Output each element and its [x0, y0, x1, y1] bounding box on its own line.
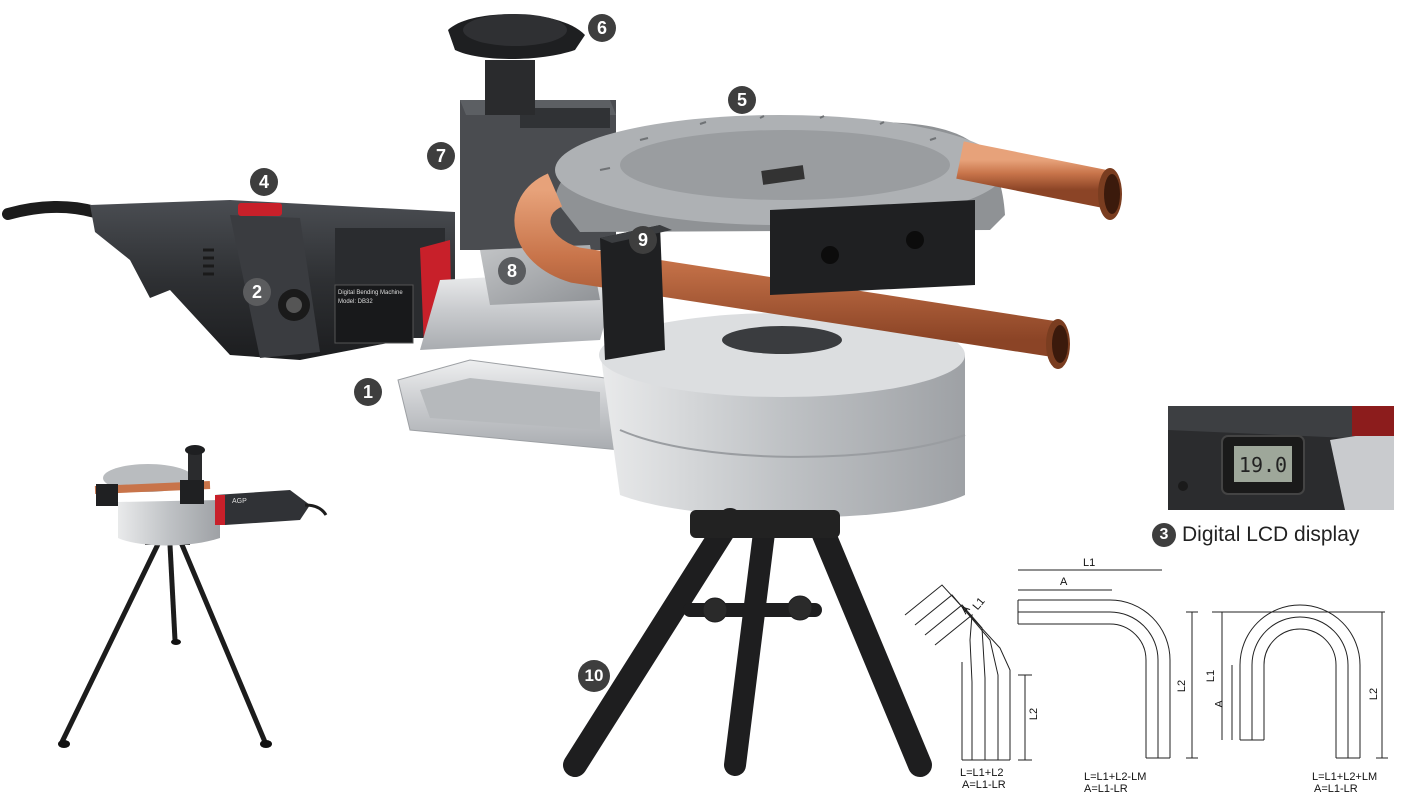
- tripod-stand: [563, 508, 932, 777]
- d3-label-l1: L1: [1205, 669, 1218, 683]
- d2-label-l2: L2: [1176, 679, 1189, 693]
- callout-6: 6: [588, 14, 616, 42]
- callout-10: 10: [578, 660, 610, 692]
- callout-8: 8: [498, 257, 526, 285]
- lcd-caption-text: Digital LCD display: [1182, 523, 1360, 546]
- d2-label-a: A: [1060, 576, 1068, 588]
- motor-nameplate-title: Digital Bending Machine: [338, 290, 403, 296]
- callout-9: 9: [629, 226, 657, 254]
- lcd-caption: 3 Digital LCD display: [1152, 520, 1359, 550]
- motor-nameplate-model: Model: DB32: [338, 299, 373, 305]
- lcd-callout-number: 3: [1152, 523, 1176, 547]
- copper-pipe: [514, 141, 1122, 369]
- bend-diagram-180: [1212, 604, 1388, 759]
- power-cord: [2, 201, 101, 220]
- callout-1: 1: [354, 378, 382, 406]
- callout-7: 7: [427, 142, 455, 170]
- motor-unit: [90, 200, 455, 360]
- d2-formula-a: A=L1-LR: [1084, 783, 1128, 795]
- d1-formula-a: A=L1-LR: [962, 779, 1006, 791]
- bend-diagram-90: [1017, 569, 1198, 759]
- bend-diagram-45: [904, 584, 1032, 761]
- stand-thumbnail: [58, 445, 328, 748]
- d3-formula-a: A=L1-LR: [1314, 783, 1358, 795]
- d3-formula-length: L=L1+L2+LM: [1312, 771, 1378, 783]
- stand-brand-label: AGP: [232, 498, 247, 505]
- callout-2: 2: [243, 278, 271, 306]
- d3-label-a: A: [1213, 700, 1226, 708]
- pressure-blocks: [600, 200, 975, 360]
- callout-4: 4: [250, 168, 278, 196]
- d2-formula-length: L=L1+L2-LM: [1084, 771, 1147, 783]
- d3-label-l2: L2: [1368, 687, 1381, 701]
- callout-5: 5: [728, 86, 756, 114]
- d1-label-l2: L2: [1028, 707, 1041, 721]
- d1-formula-length: L=L1+L2: [960, 767, 1004, 779]
- lcd-reading: 19.0: [1239, 453, 1287, 477]
- d2-label-l1: L1: [1083, 557, 1096, 569]
- lcd-inset: 19.0: [1168, 406, 1394, 510]
